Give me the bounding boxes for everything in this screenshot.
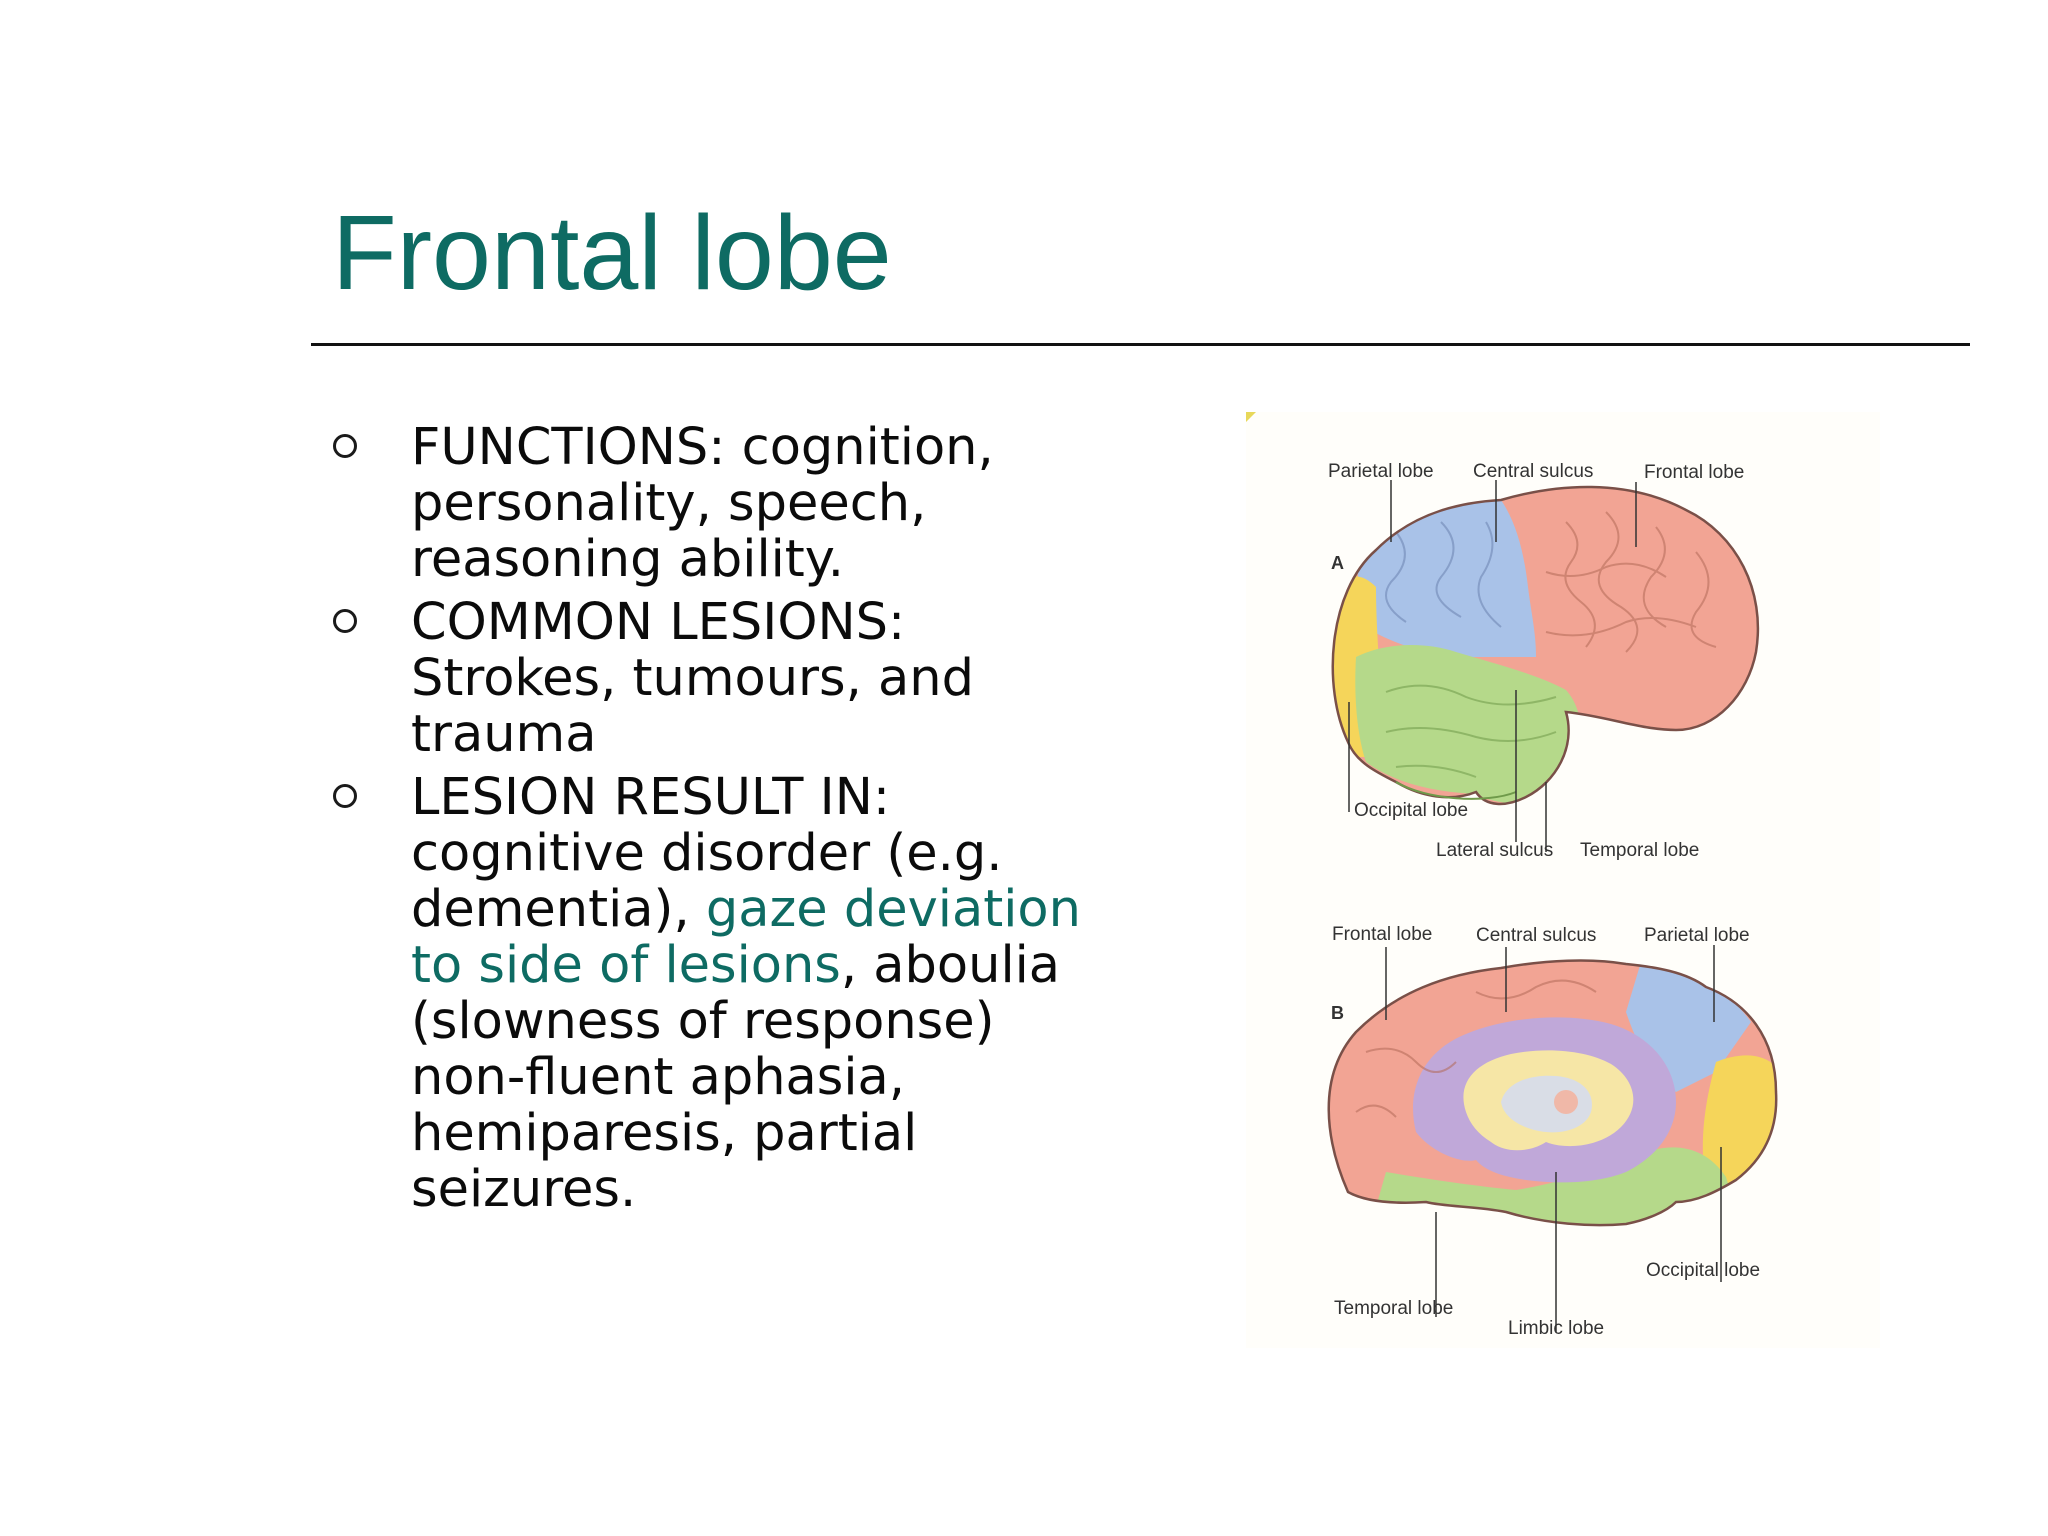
label-parietal-lobe: Parietal lobe (1328, 461, 1434, 482)
bullet-list: FUNCTIONS: cognition, personality, speec… (330, 420, 1120, 1225)
bullet-text: FUNCTIONS: cognition, personality, speec… (411, 418, 994, 589)
slide-title: Frontal lobe (332, 194, 892, 312)
title-divider (311, 343, 1970, 346)
label-lateral-sulcus: Lateral sulcus (1436, 840, 1554, 861)
bullet-text-start: LESION RESULT IN: cognitive disorder (e.… (411, 768, 1003, 939)
hollow-circle-bullet-icon (333, 784, 357, 808)
label-central-sulcus: Central sulcus (1476, 925, 1597, 946)
bullet-item-functions: FUNCTIONS: cognition, personality, speec… (330, 420, 1120, 588)
label-temporal-lobe: Temporal lobe (1334, 1298, 1454, 1319)
label-frontal-lobe: Frontal lobe (1644, 462, 1745, 483)
bullet-text: COMMON LESIONS: Strokes, tumours, and tr… (411, 593, 974, 764)
hollow-circle-bullet-icon (333, 609, 357, 633)
label-parietal-lobe: Parietal lobe (1644, 925, 1750, 946)
corner-mark (1246, 412, 1256, 422)
label-frontal-lobe: Frontal lobe (1332, 924, 1433, 945)
bullet-item-lesions: COMMON LESIONS: Strokes, tumours, and tr… (330, 595, 1120, 763)
label-temporal-lobe: Temporal lobe (1580, 840, 1700, 861)
label-central-sulcus: Central sulcus (1473, 461, 1594, 482)
bullet-text: LESION RESULT IN: cognitive disorder (e.… (411, 768, 1081, 1219)
brain-illustration (1327, 480, 1778, 1332)
panel-a-letter: A (1331, 553, 1344, 573)
leader-lines (1348, 480, 1722, 1332)
brain-lobes-figure: A Parietal lobe Central sulcus Frontal l… (1246, 412, 1880, 1348)
lateral-sulcus-line (1395, 781, 1517, 800)
label-limbic-lobe: Limbic lobe (1508, 1318, 1605, 1339)
label-occipital-lobe: Occipital lobe (1646, 1260, 1761, 1281)
hollow-circle-bullet-icon (333, 434, 357, 458)
label-occipital-lobe: Occipital lobe (1354, 800, 1469, 821)
highlighted-text: gaze deviation to side of lesions (411, 880, 1081, 995)
panel-b-letter: B (1331, 1003, 1344, 1023)
bullet-text-end: , aboulia (slowness of response) non-flu… (411, 936, 1061, 1219)
brain-panel-a (1332, 486, 1758, 804)
bullet-item-lesion-result: LESION RESULT IN: cognitive disorder (e.… (330, 770, 1120, 1218)
